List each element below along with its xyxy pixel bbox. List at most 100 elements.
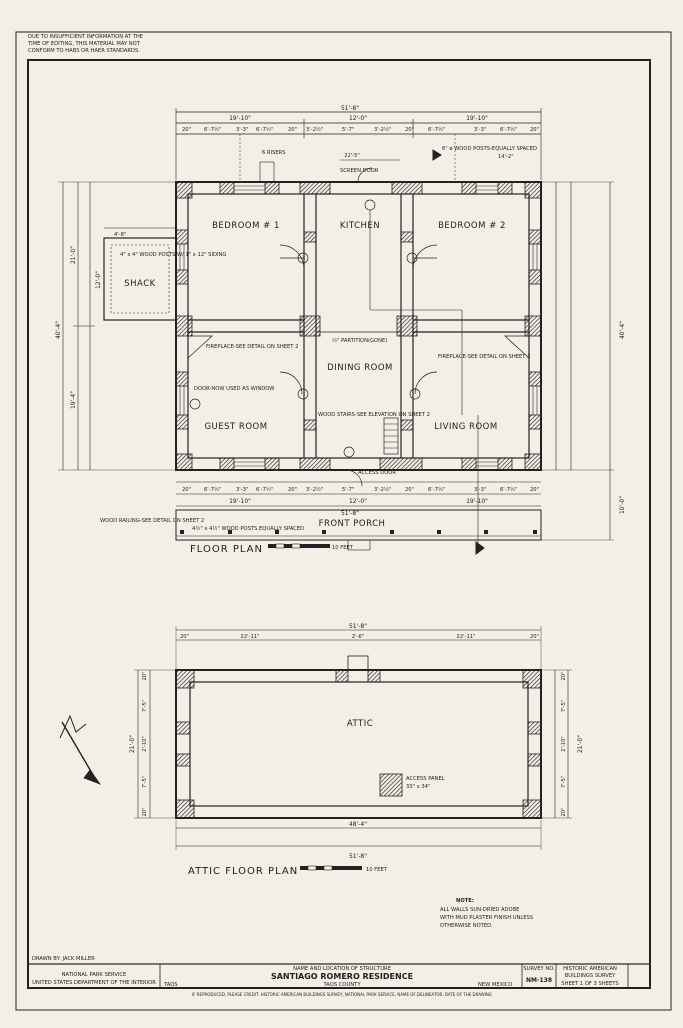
- attic-dim-left-side: 21'-0": [129, 735, 136, 753]
- footer-credit: IF REPRODUCED, PLEASE CREDIT: HISTORIC A…: [192, 992, 492, 997]
- attic-dim-left-row-item: 7'-5": [142, 700, 148, 712]
- attic-dim-top-row-item: 2'-6": [352, 634, 364, 640]
- adobe-wall-hatching: [175, 181, 542, 471]
- note-six-risers: 6 RISERS: [262, 150, 286, 156]
- note-line: WITH MUD PLASTER FINISH UNLESS: [440, 915, 533, 921]
- room-attic: ATTIC: [347, 719, 373, 729]
- floor-plan-title: FLOOR PLAN: [190, 544, 263, 555]
- attic-dim-overall-bottom: 51'-8": [349, 853, 367, 860]
- note-wood-railing: WOOD RAILING-SEE DETAIL ON SHEET 2: [100, 518, 204, 524]
- dim-bottom-mid: 12'-0": [349, 498, 367, 505]
- attic-dim-right-side: 21'-0": [577, 735, 584, 753]
- dim-top-row-item: 5'-7": [342, 127, 354, 133]
- note-porch-posts: 4½" x 4½" WOOD POSTS EQUALLY SPACED: [192, 525, 304, 532]
- note-partition: ½" PARTITION(GONE): [332, 337, 387, 344]
- attic-plan-title: ATTIC FLOOR PLAN: [188, 866, 298, 877]
- note-line-1: DUE TO INSUFFICIENT INFORMATION AT THE: [28, 34, 143, 40]
- dim-bottom-row-item: 3'-3": [474, 487, 486, 493]
- dim-bottom-row-item: 6'-7½": [428, 486, 445, 493]
- note-line-2: TIME OF EDITING, THIS MATERIAL MAY NOT: [27, 41, 141, 47]
- attic-plan-labels: 51'-8" 20" 22'-11" 2'-6" 22'-11" 20" ATT…: [129, 623, 584, 877]
- dim-shack-width: 4'-8": [114, 232, 126, 238]
- dim-bottom-row: 20" 6'-7½" 3'-3" 6'-7½" 20" 3'-2½" 5'-7"…: [182, 486, 539, 493]
- program-line-1: HISTORIC AMERICAN: [563, 966, 617, 972]
- dim-bottom-row-item: 6'-7½": [256, 486, 273, 493]
- dim-top-row: 20" 6'-7½" 3'-3" 6'-7½" 20" 3'-2½" 5'-7"…: [182, 126, 539, 133]
- dim-bath-width: 14'-2": [498, 154, 514, 160]
- attic-scale-bar: 10 FEET: [300, 865, 388, 873]
- note-door-as-window: DOOR-NOW USED AS WINDOW: [194, 386, 274, 392]
- windows: [179, 185, 538, 467]
- attic-scale-note: 10 FEET: [366, 867, 388, 873]
- drawn-by: DRAWN BY: JACK MILLER: [32, 956, 95, 962]
- dim-bottom-row-item: 3'-2½": [306, 486, 323, 493]
- state: NEW MEXICO: [478, 982, 512, 988]
- dim-top-left: 19'-10": [229, 115, 251, 122]
- dim-left-upper: 21'-0": [70, 246, 77, 264]
- attic-dim-right-row-item: 7'-5": [561, 776, 567, 788]
- dim-top-row-item: 6'-7½": [204, 126, 221, 133]
- note-line: OTHERWISE NOTED.: [440, 923, 493, 929]
- access-panel-line-1: ACCESS PANEL: [406, 776, 445, 782]
- room-living: LIVING ROOM: [434, 422, 497, 432]
- dim-top-row-item: 3'-3": [236, 127, 248, 133]
- dim-bottom-row-item: 6'-7½": [204, 486, 221, 493]
- dim-rear-width: 22'-5": [344, 153, 360, 159]
- dim-top-row-item: 20": [288, 127, 297, 133]
- attic-dim-left-row-item: 20": [142, 672, 148, 681]
- city: TAOS: [163, 982, 178, 988]
- room-bedroom-1: BEDROOM # 1: [212, 221, 280, 231]
- dim-bottom-row-item: 20": [288, 487, 297, 493]
- county: TAOS COUNTY: [323, 982, 362, 988]
- outer-border: [15, 31, 672, 1011]
- room-shack: SHACK: [124, 279, 155, 289]
- attic-dim-left-row-item: 7'-5": [142, 776, 148, 788]
- note-fireplace-right: FIREPLACE-SEE DETAIL ON SHEET 2: [438, 354, 530, 360]
- structure-name: SANTIAGO ROMERO RESIDENCE: [271, 972, 413, 981]
- dim-bottom-row-item: 3'-2½": [374, 486, 391, 493]
- floor-plan: [58, 108, 614, 555]
- attic-dim-top-row-item: 22'-11": [457, 634, 476, 640]
- note-wood-posts-shack: 4" x 4" WOOD POSTS W/ 1" x 12" SIDING: [120, 252, 226, 258]
- attic-dim-right-row-item: 20": [561, 672, 567, 681]
- dim-top-row-item: 3'-2½": [374, 126, 391, 133]
- agency-line-2: UNITED STATES DEPARTMENT OF THE INTERIOR: [32, 980, 156, 986]
- dim-top-row-item: 3'-3": [474, 127, 486, 133]
- access-panel-line-2: 33" x 34": [406, 784, 430, 790]
- dim-top-row-item: 6'-7½": [256, 126, 273, 133]
- attic-dim-overall-top: 51'-8": [349, 623, 367, 630]
- dim-overall-bottom: 51'-8": [341, 510, 359, 517]
- dim-bottom-row-item: 20": [182, 487, 191, 493]
- dim-bottom-row-item: 6'-7½": [500, 486, 517, 493]
- dim-top-row-item: 20": [530, 127, 539, 133]
- note-title: NOTE:: [456, 898, 474, 904]
- dim-bottom-row-item: 3'-3": [236, 487, 248, 493]
- note-wood-posts-top: 6" ø WOOD POSTS-EQUALLY SPACED: [442, 146, 537, 152]
- room-front-porch: FRONT PORCH: [319, 519, 386, 529]
- floor-plan-scale-bar: 10 FEET: [268, 543, 354, 551]
- insufficient-info-note: DUE TO INSUFFICIENT INFORMATION AT THE T…: [27, 34, 143, 54]
- dim-left-side: 40'-4": [55, 321, 62, 339]
- structure-label: NAME AND LOCATION OF STRUCTURE: [293, 966, 391, 972]
- floor-plan-labels: 51'-8" 19'-10" 12'-0" 19'-10" 20" 6'-7½"…: [55, 105, 626, 555]
- attic-dim-top-row-item: 22'-11": [241, 634, 260, 640]
- dim-right-side: 40'-4": [619, 321, 626, 339]
- dim-top-mid: 12'-0": [349, 115, 367, 122]
- sheet-number: SHEET 1 OF 3 SHEETS: [561, 981, 618, 987]
- room-guest: GUEST ROOM: [204, 422, 267, 432]
- note-line-3: CONFORM TO HABS OR HAER STANDARDS.: [28, 48, 140, 54]
- note-access-door: ACCESS DOOR: [358, 470, 396, 476]
- dim-bottom-row-item: 20": [405, 487, 414, 493]
- attic-dim-right-row-item: 2'-10": [561, 736, 567, 752]
- dim-top-row-item: 20": [405, 127, 414, 133]
- dim-top-row-item: 6'-7½": [428, 126, 445, 133]
- survey-number: NM-138: [526, 977, 552, 984]
- title-block: DRAWN BY: JACK MILLER NATIONAL PARK SERV…: [27, 956, 651, 997]
- dim-bottom-row-item: 20": [530, 487, 539, 493]
- program-line-2: BUILDINGS SURVEY: [565, 973, 616, 979]
- dim-overall-top: 51'-8": [341, 105, 359, 112]
- dim-bottom-right: 19'-10": [466, 498, 488, 505]
- attic-dim-left-row-item: 2'-10": [142, 736, 148, 752]
- dim-porch-depth: 10'-0": [619, 496, 626, 514]
